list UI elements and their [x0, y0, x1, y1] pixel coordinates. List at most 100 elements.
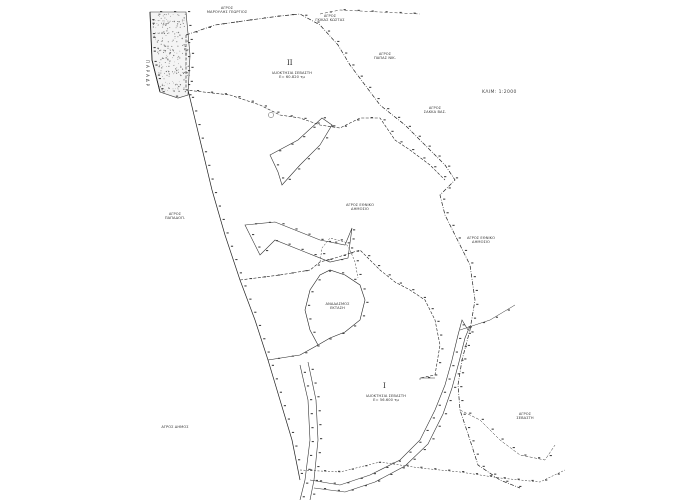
- boundary-point-mark: [307, 158, 310, 160]
- stipple-dot: [169, 53, 171, 55]
- boundary-point-mark: [308, 304, 311, 306]
- boundary-point-mark: [406, 464, 409, 466]
- stipple-dot: [167, 47, 169, 49]
- boundary-point-mark: [458, 237, 461, 239]
- stipple-dot: [172, 50, 175, 52]
- boundary-point-mark: [154, 60, 157, 62]
- boundary-point-mark: [482, 465, 485, 467]
- boundary-point-mark: [291, 14, 294, 16]
- boundary-point-mark: [263, 17, 267, 19]
- boundary-point-mark: [189, 94, 192, 96]
- boundary-point-mark: [317, 396, 320, 398]
- parcel-owner-label: ΙΔΙΟΚΤΗΣΙΑ ΣΕΒΑΣΤΗ Ε= 60.820 τμ: [262, 71, 322, 80]
- parcel-number: II: [287, 59, 293, 67]
- stipple-dot: [179, 34, 181, 36]
- stipple-dot: [167, 90, 169, 92]
- stipple-dot: [159, 32, 160, 34]
- boundary-point-mark: [326, 137, 329, 139]
- boundary-point-mark: [353, 229, 356, 231]
- boundary-point-mark: [549, 455, 552, 457]
- boundary-point-mark: [377, 98, 380, 100]
- boundary-point-mark: [390, 473, 393, 475]
- stipple-dot: [187, 49, 189, 51]
- boundary-point-mark: [271, 364, 274, 366]
- boundary-point-mark: [317, 264, 320, 266]
- boundary-point-mark: [439, 362, 442, 364]
- boundary-point-mark: [460, 386, 463, 388]
- boundary-point-mark: [158, 78, 161, 80]
- boundary-point-mark: [468, 427, 471, 429]
- stipple-dot: [170, 52, 172, 54]
- boundary-point-mark: [313, 493, 316, 495]
- boundary-point-mark: [157, 74, 161, 76]
- boundary-point-mark: [531, 479, 534, 481]
- stipple-dot: [180, 74, 182, 77]
- boundary-point-mark: [431, 308, 434, 310]
- boundary-point-mark: [352, 64, 355, 66]
- boundary-point-mark: [357, 119, 360, 121]
- boundary-point-mark: [152, 22, 155, 24]
- boundary-point-mark: [524, 454, 527, 456]
- stipple-dot: [164, 89, 166, 91]
- stipple-dot: [159, 86, 161, 88]
- boundary-point-mark: [473, 317, 477, 319]
- stipple-dot: [168, 73, 170, 75]
- boundary-point-mark: [323, 117, 326, 119]
- boundary-point-mark: [310, 454, 313, 456]
- boundary-point-mark: [365, 465, 368, 467]
- stipple-dot: [167, 20, 169, 22]
- boundary-point-mark: [303, 136, 306, 138]
- boundary-point-mark: [338, 470, 341, 472]
- boundary-point-mark: [204, 151, 208, 153]
- stipple-dot: [163, 49, 165, 51]
- stipple-dot: [168, 13, 170, 15]
- stipple-dot: [182, 44, 184, 46]
- stipple-dot: [152, 26, 155, 28]
- boundary-point-mark: [275, 240, 279, 242]
- boundary-point-mark: [258, 246, 261, 248]
- survey-marker: [268, 112, 274, 118]
- stipple-dot: [177, 84, 179, 86]
- stipple-dot: [166, 54, 167, 56]
- boundary-point-mark: [328, 240, 332, 242]
- stipple-dot: [179, 90, 181, 92]
- boundary-point-mark: [343, 9, 346, 11]
- stipple-dot: [159, 72, 161, 74]
- stipple-dot: [172, 65, 174, 66]
- boundary-point-mark: [327, 259, 330, 261]
- boundary-point-mark: [383, 119, 386, 121]
- boundary-point-mark: [461, 400, 464, 402]
- stipple-dot: [165, 58, 167, 59]
- boundary-point-mark: [371, 10, 374, 12]
- boundary-point-mark: [328, 270, 332, 272]
- stipple-dot: [179, 84, 182, 86]
- boundary-point-mark: [449, 400, 452, 402]
- boundary-point-mark: [313, 126, 316, 128]
- stipple-dot: [172, 49, 174, 51]
- parcel-outer-boundary: [185, 13, 521, 489]
- boundary-point-mark: [295, 445, 298, 447]
- stipple-dot: [172, 39, 174, 41]
- stipple-dot: [184, 13, 186, 15]
- boundary-point-mark: [283, 405, 286, 407]
- boundary-point-mark: [188, 11, 191, 13]
- boundary-point-mark: [214, 192, 218, 194]
- boundary-point-mark: [398, 116, 401, 118]
- stipple-dot: [169, 20, 171, 22]
- boundary-point-mark: [392, 462, 395, 464]
- stipple-dot: [158, 53, 160, 55]
- boundary-point-mark: [174, 11, 177, 13]
- neighbor-owner-label: ΑΓΡΟΣ ΔΗΜΟΣ: [161, 425, 189, 429]
- stipple-dot: [158, 33, 160, 34]
- stipple-dot: [185, 65, 187, 66]
- boundary-point-mark: [482, 322, 486, 324]
- stipple-dot: [152, 19, 154, 21]
- stipple-dot: [183, 44, 185, 46]
- stipple-dot: [166, 30, 168, 32]
- track-road-curve-1: [309, 319, 469, 486]
- stipple-dot: [182, 21, 183, 23]
- boundary-point-mark: [160, 11, 163, 13]
